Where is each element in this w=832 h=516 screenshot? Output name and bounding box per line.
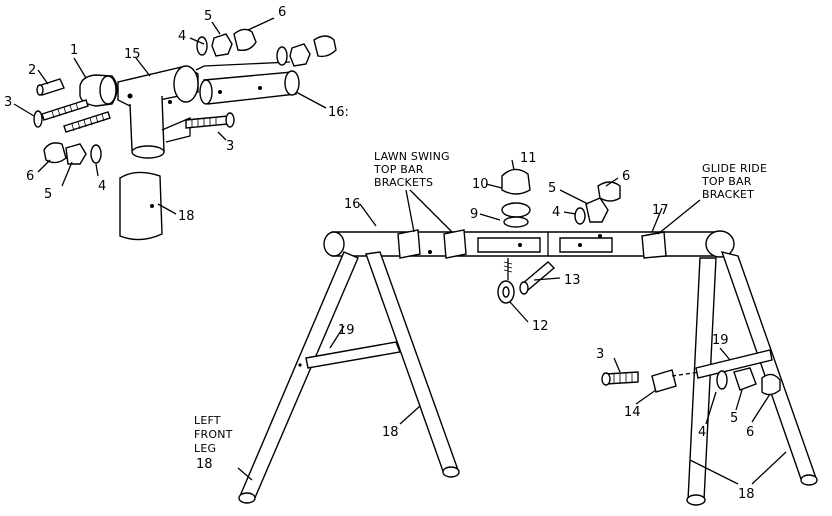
callout-16-exploded: 16: [328, 105, 349, 120]
callout-14: 14 [624, 405, 641, 420]
callout-6-topbar: 6 [622, 169, 630, 184]
callout-2: 2 [28, 63, 36, 78]
caption-lawn-swing-line3: BRACKETS [374, 176, 433, 189]
part-3-bolt-a [33, 99, 89, 128]
caption-lawn-swing-line1: LAWN SWING [374, 150, 450, 163]
caption-left-front-leg-line4: 18 [196, 457, 213, 472]
callout-4-topbar: 4 [552, 205, 560, 220]
callout-5-left: 5 [44, 187, 52, 202]
callout-5-top: 5 [204, 9, 212, 24]
caption-glide-ride-line3: BRACKET [702, 188, 754, 201]
swing-frame [238, 168, 818, 506]
hardware-cluster-left [43, 142, 102, 165]
callout-12: 12 [532, 319, 549, 334]
callout-5-lower: 5 [730, 411, 738, 426]
top-bar [323, 229, 735, 259]
part-1-end-cap [79, 74, 118, 107]
hardware-cluster-topbar [574, 181, 621, 225]
callout-1: 1 [70, 43, 78, 58]
caption-left-front-leg-line2: FRONT [194, 428, 233, 441]
callout-19-left: 19 [338, 323, 355, 338]
part-10-11-cap-nut [501, 168, 531, 228]
caption-lawn-swing: LAWN SWING TOP BAR BRACKETS [373, 150, 450, 189]
leader-lines [13, 17, 787, 485]
part-3-bolt-c [185, 112, 235, 129]
callout-4-lower: 4 [698, 425, 706, 440]
callout-18-exploded: 18 [178, 209, 195, 224]
callout-17: 17 [652, 203, 669, 218]
caption-glide-ride-line2: TOP BAR [701, 175, 752, 188]
caption-glide-ride-line1: GLIDE RIDE [702, 162, 767, 175]
callout-6-top: 6 [278, 5, 286, 20]
callout-labels: 2 1 3 15 4 5 6 16: 3 6 5 4 18 16 11 10 9… [4, 5, 755, 502]
callout-9: 9 [470, 207, 478, 222]
callout-6-left: 6 [26, 169, 34, 184]
callout-18-right: 18 [738, 487, 755, 502]
callout-10: 10 [472, 177, 489, 192]
caption-left-front-leg-line3: LEG [194, 442, 216, 455]
caption-left-front-leg: LEFT FRONT LEG 18 [194, 414, 233, 472]
right-a-frame [686, 251, 818, 506]
part-15-tee-bracket [117, 65, 199, 159]
part-16-top-bar [195, 61, 300, 105]
callout-3-upper: 3 [4, 95, 12, 110]
glide-hardware [601, 367, 781, 396]
callout-5-topbar: 5 [548, 181, 556, 196]
caption-lawn-swing-line2: TOP BAR [373, 163, 424, 176]
callout-6-lower: 6 [746, 425, 754, 440]
part-2-pin [36, 78, 65, 96]
hardware-cluster-top [196, 28, 337, 67]
callout-16-main: 16 [344, 197, 361, 212]
callout-15: 15 [124, 47, 141, 62]
callout-4-left: 4 [98, 179, 106, 194]
part-13-bolt [519, 261, 556, 295]
callout-13: 13 [564, 273, 581, 288]
callout-18-left: 18 [382, 425, 399, 440]
callout-3-middle: 3 [226, 139, 234, 154]
callout-19-right: 19 [712, 333, 729, 348]
callout-4-top: 4 [178, 29, 186, 44]
left-a-frame [238, 251, 460, 504]
part-18-leg-stub [119, 171, 163, 241]
part-12-hook [497, 258, 515, 304]
exploded-view [33, 28, 337, 241]
callout-11: 11 [520, 151, 537, 166]
caption-left-front-leg-line1: LEFT [194, 414, 221, 427]
callout-3-lower: 3 [596, 347, 604, 362]
part-3-bolt-b [63, 111, 111, 133]
caption-glide-ride: GLIDE RIDE TOP BAR BRACKET [701, 162, 767, 201]
